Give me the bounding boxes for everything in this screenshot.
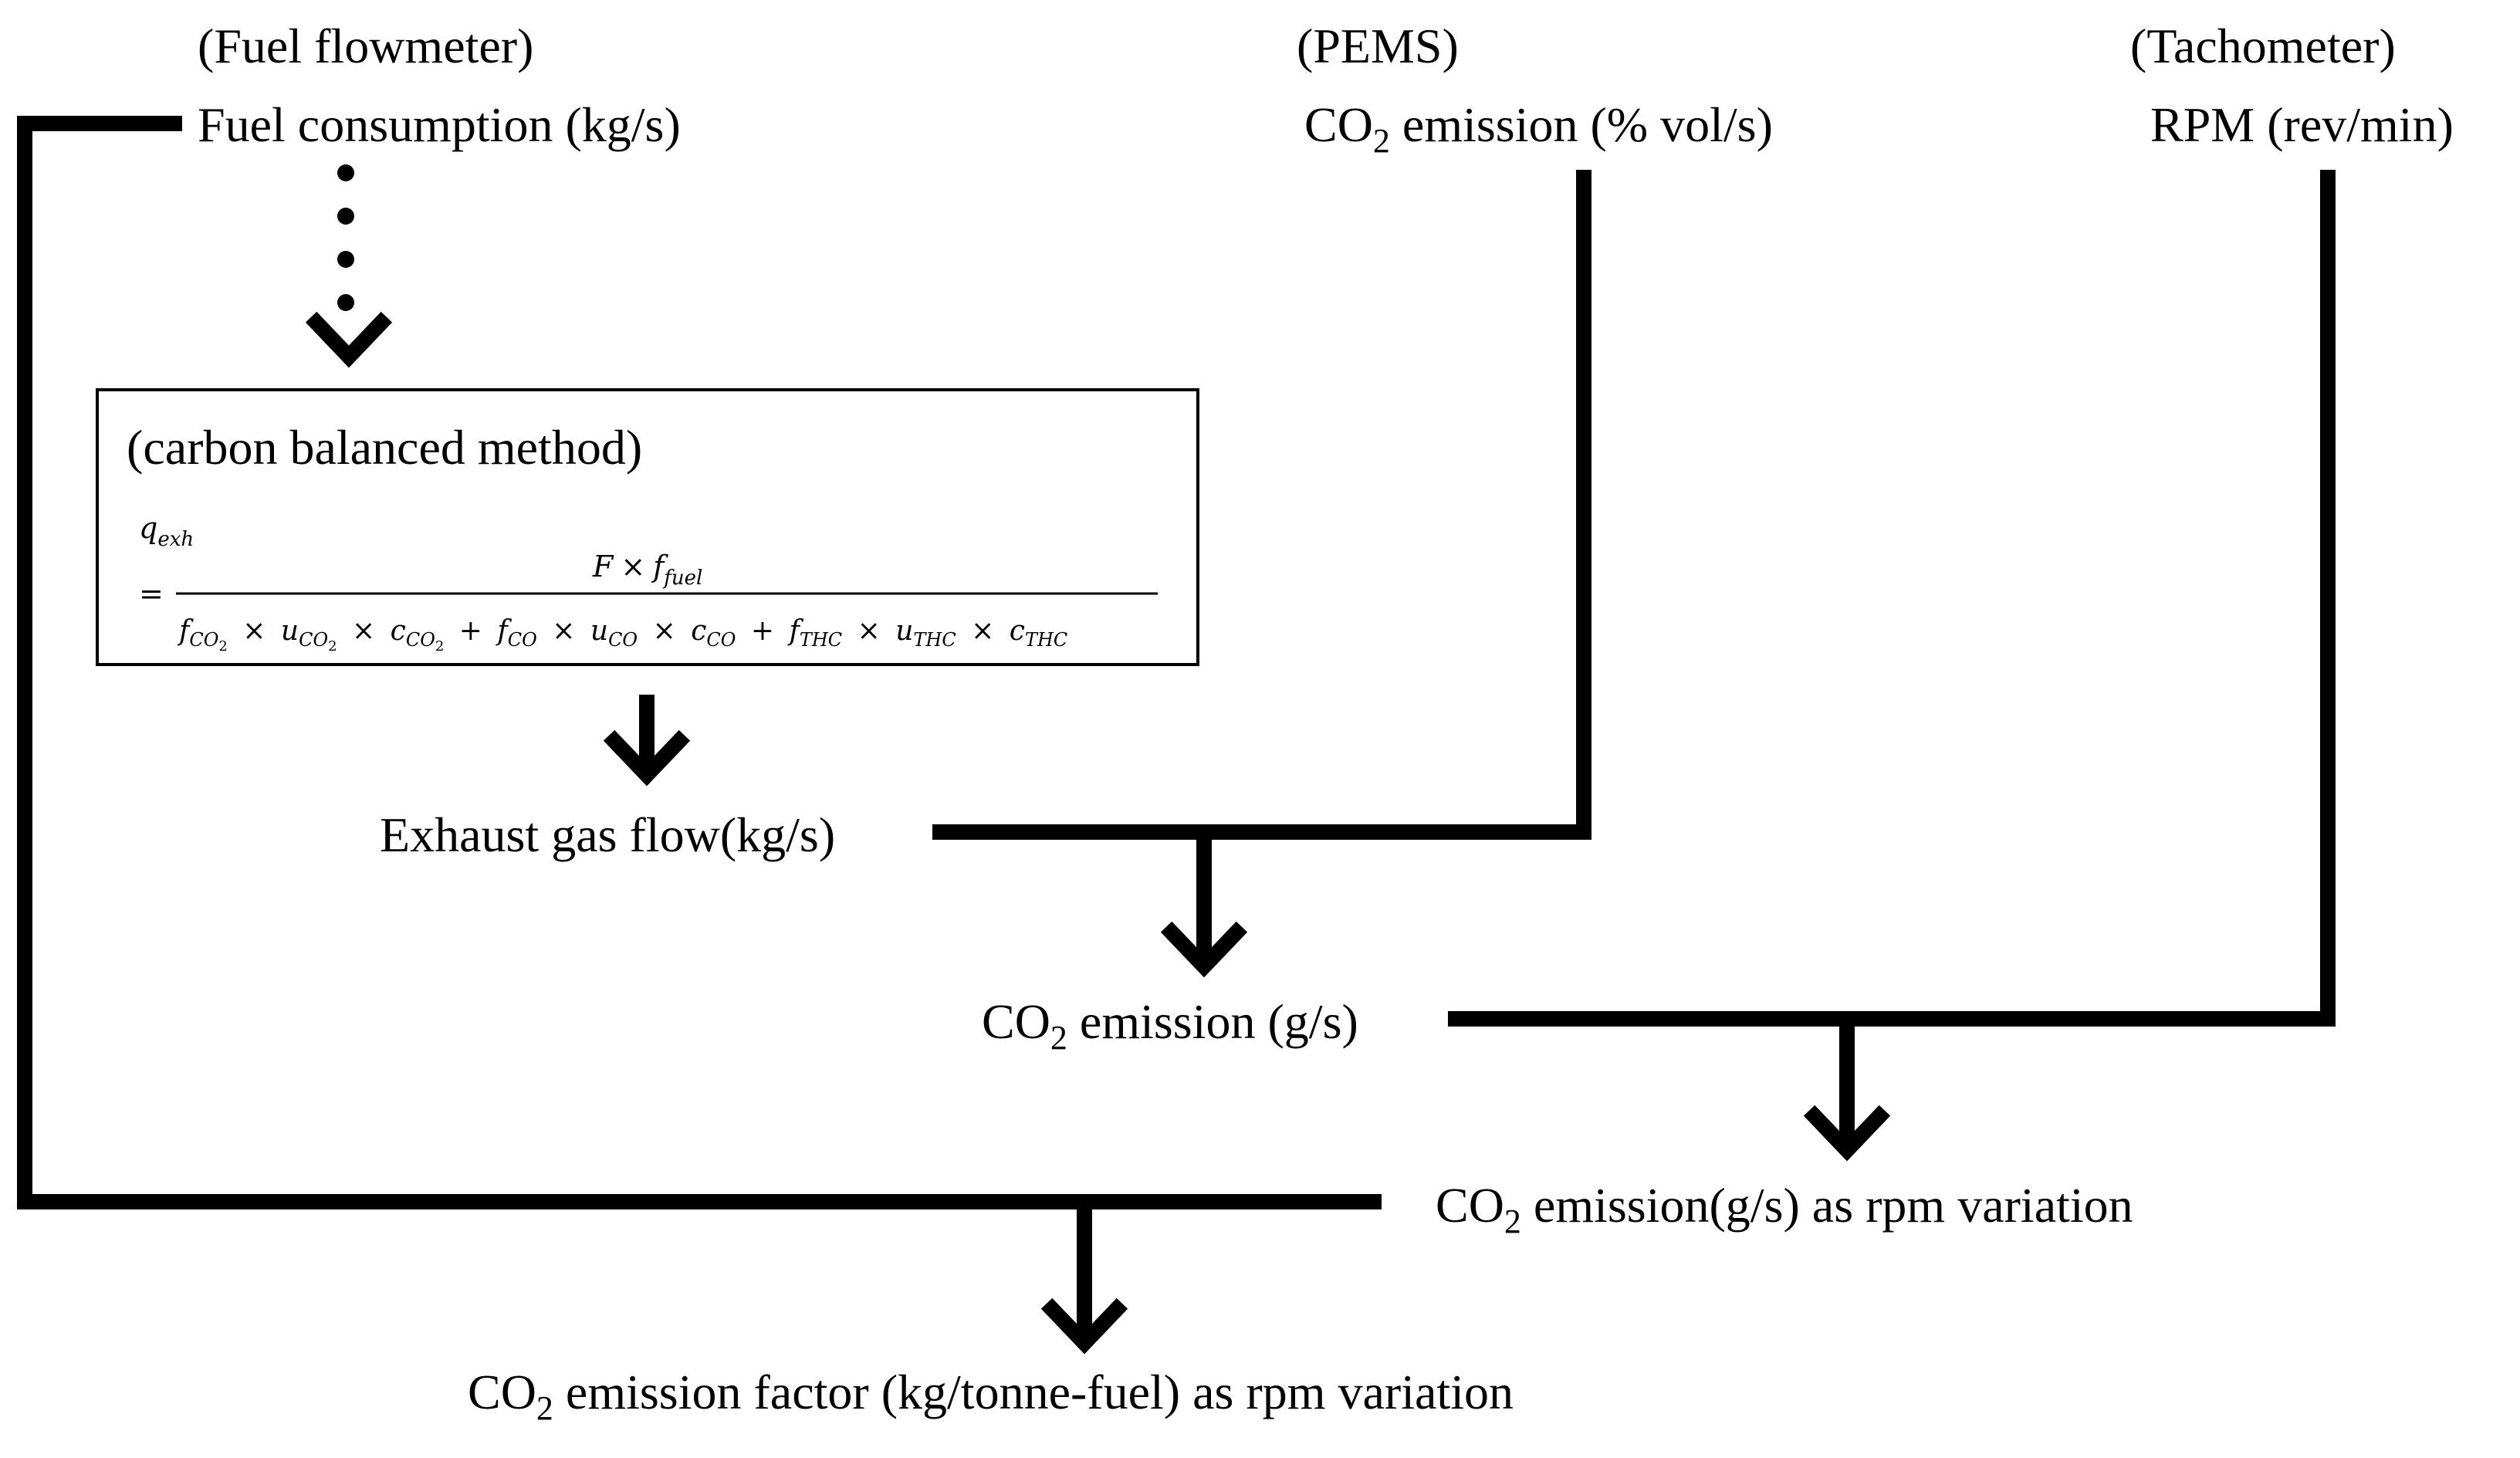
method-title: (carbon balanced method) [127,420,643,475]
formula-numerator: F×ffuel [592,550,702,590]
rpm-label: RPM (rev/min) [2150,97,2454,152]
co2-emission-rpm-label: CO2 emission(g/s) as rpm variation [1436,1178,2133,1240]
formula-denominator: fCO2 × uCO2 × cCO2 + fCO × uCO × cCO + f… [177,615,1067,658]
formula-equals: = [139,577,164,611]
fuel-bracket-line [17,116,1382,1209]
dot [337,251,354,268]
arrowhead-co2-to-rpm [1803,1104,1891,1162]
dot [337,208,354,225]
fuel-consumption-label: Fuel consumption (kg/s) [198,97,681,152]
co2-emission-gs-label: CO2 emission (g/s) [982,994,1358,1057]
carbon-balance-formula: qexh = F×ffuel fCO2 × uCO2 × cCO2 + fCO … [139,511,1158,658]
pems-connector-line [932,170,1591,840]
pems-co2-emission-label: CO2 emission (% vol/s) [1304,97,1773,160]
co2-emission-factor-label: CO2 emission factor (kg/tonne-fuel) as r… [468,1365,1514,1427]
pems-label: (PEMS) [1297,19,1459,73]
arrowhead-rpm-to-factor [1040,1297,1128,1355]
fuel-flowmeter-label: (Fuel flowmeter) [198,19,534,73]
tachometer-connector-line [1448,170,2336,1027]
carbon-balanced-method-box: (carbon balanced method) qexh = F×ffuel … [96,388,1199,666]
exhaust-gas-flow-label: Exhaust gas flow(kg/s) [380,807,836,862]
arrowhead-method-to-exhaust [603,729,691,787]
arrowhead-fuel-to-method [305,311,393,368]
dot [337,294,354,311]
tachometer-label: (Tachometer) [2130,19,2396,73]
arrowhead-exhaust-to-co2 [1160,921,1248,978]
dot [337,164,354,181]
formula-lhs: qexh [139,511,194,551]
